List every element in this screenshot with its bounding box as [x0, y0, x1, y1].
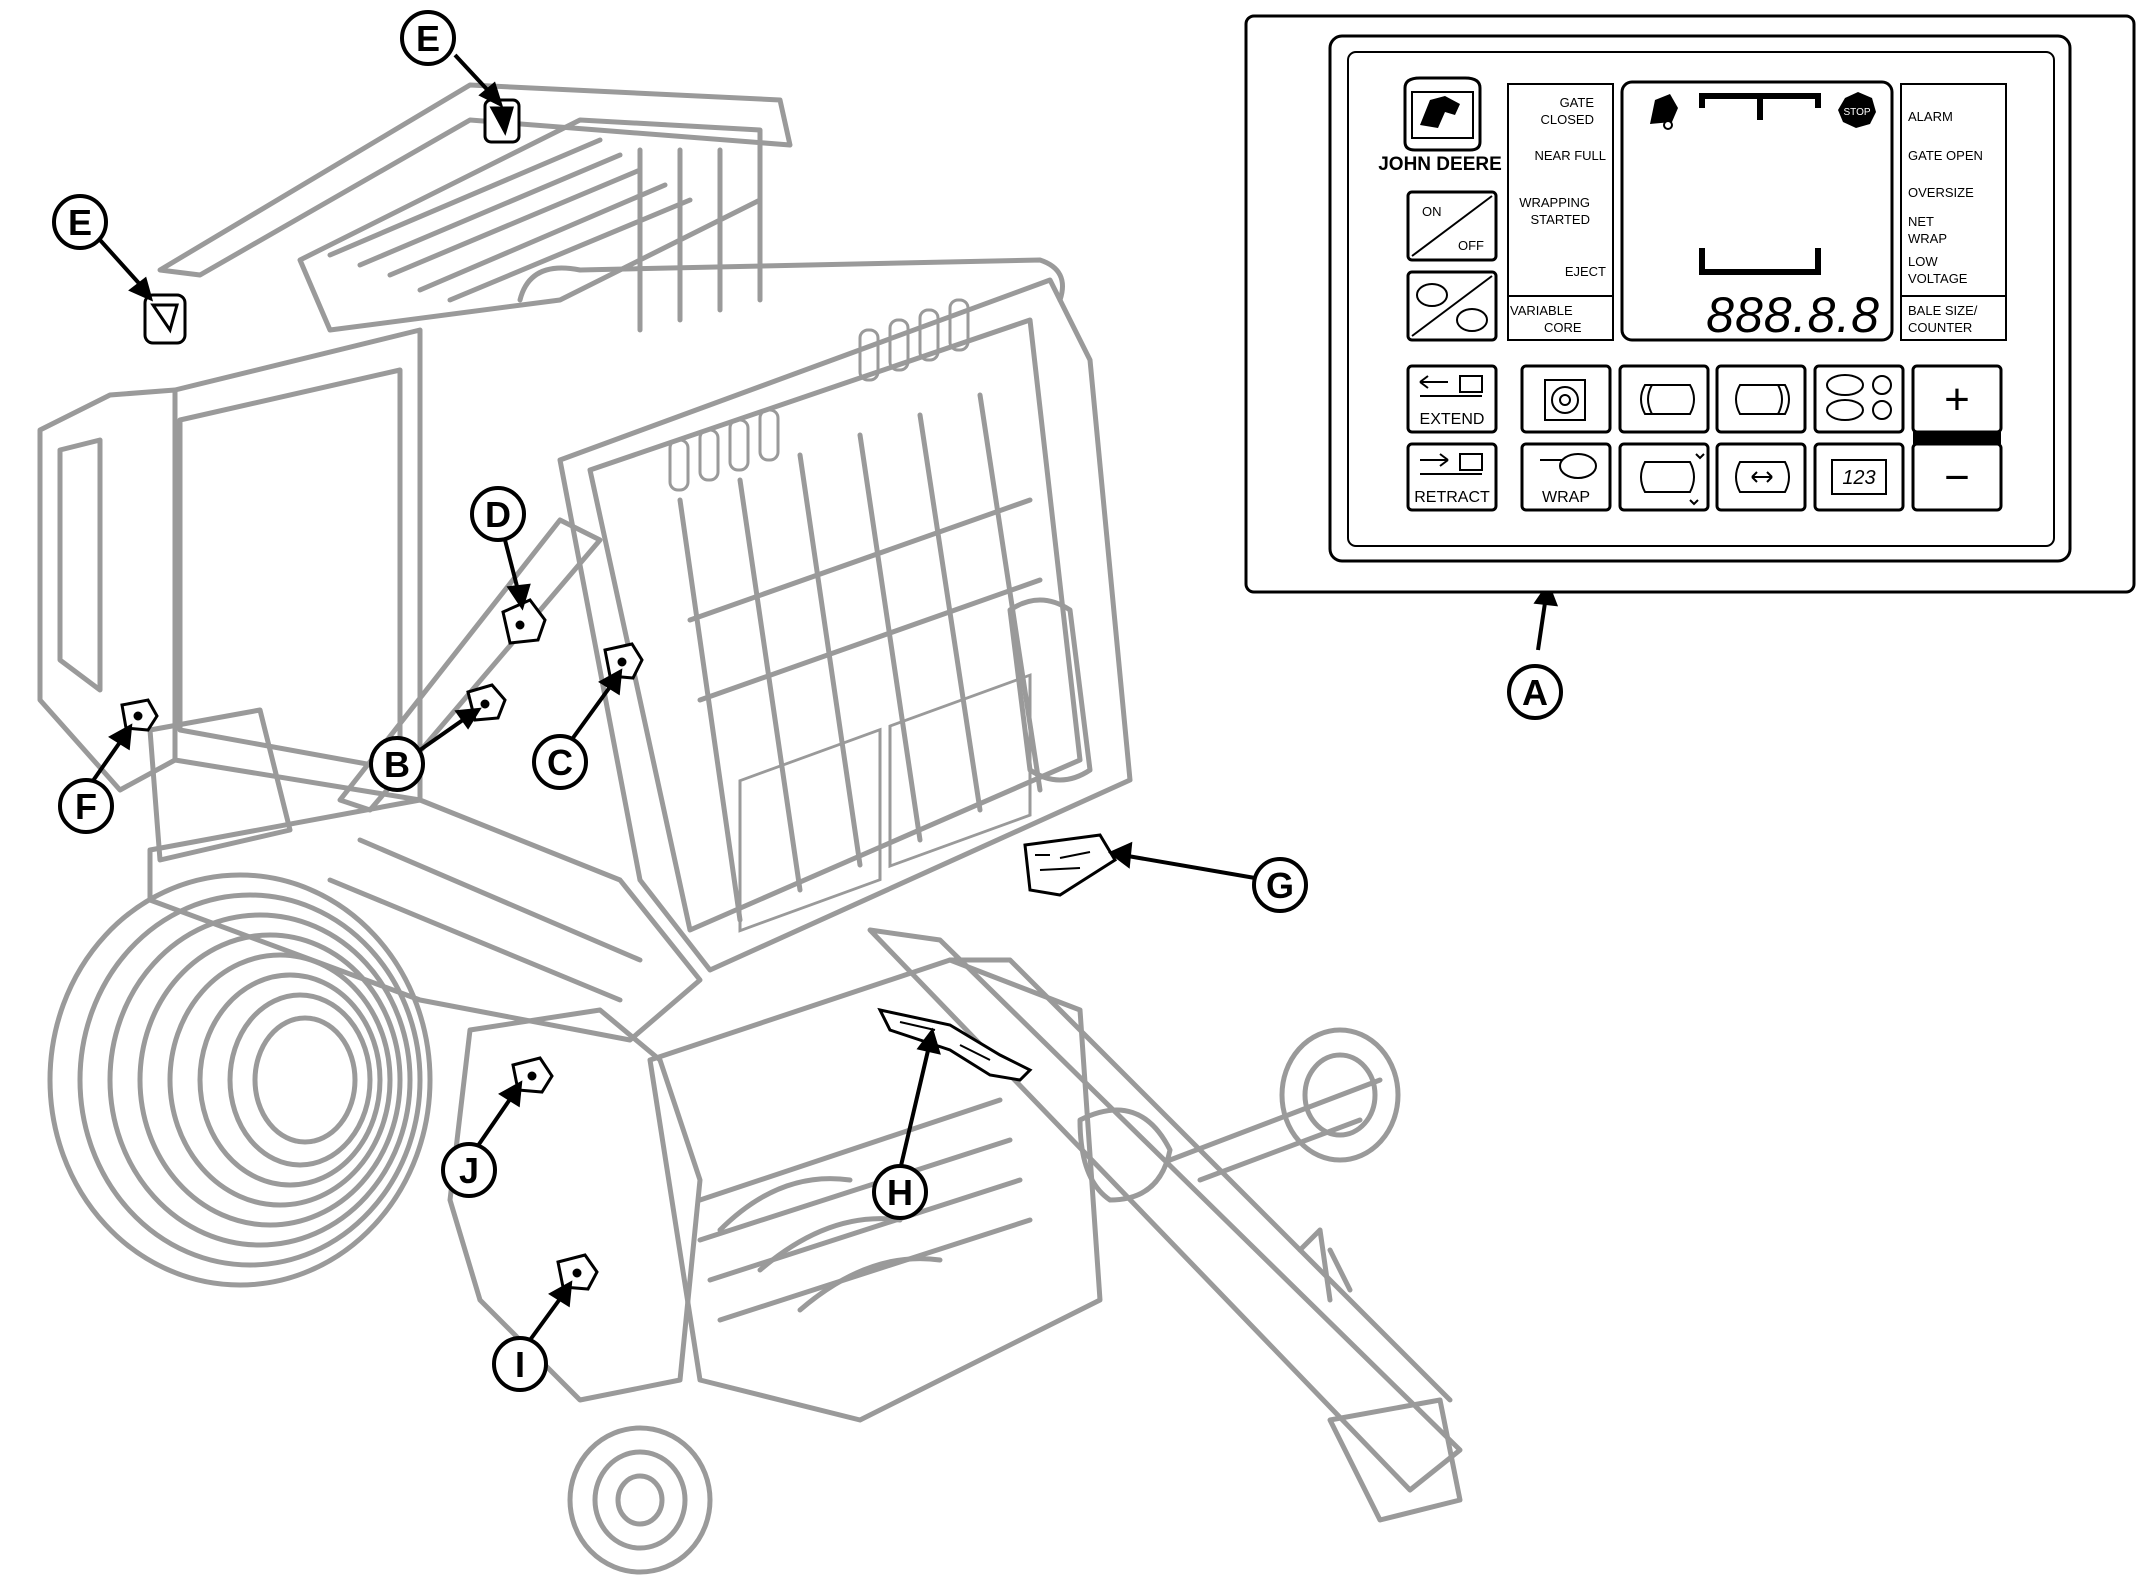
svg-text:WRAP: WRAP [1908, 231, 1947, 246]
sign-D [501, 598, 547, 645]
john-deere-logo [1403, 76, 1482, 152]
svg-text:B: B [384, 744, 410, 785]
counter-button[interactable]: 123 [1813, 442, 1905, 512]
sign-E-top [483, 98, 521, 144]
callout-leaders [88, 53, 1559, 1342]
extend-arrow-icon [1419, 375, 1448, 389]
sign-E-left [143, 293, 187, 345]
svg-text:EJECT: EJECT [1565, 264, 1606, 279]
sign-F [120, 698, 159, 732]
callout-E-left: E [52, 194, 108, 250]
wrap-roll-icon [1559, 453, 1597, 479]
round-baler-illustration [37, 82, 1463, 1575]
callouts: E E D B C F G H J I A [52, 10, 1563, 1392]
plus-button[interactable]: + [1911, 364, 2003, 434]
svg-text:LOW: LOW [1908, 254, 1938, 269]
svg-text:E: E [68, 202, 92, 243]
svg-text:A: A [1522, 672, 1548, 713]
retract-arrow-icon [1420, 453, 1449, 467]
svg-text:STOP: STOP [1843, 107, 1870, 118]
retract-button[interactable]: RETRACT [1406, 442, 1498, 512]
svg-text:GATE OPEN: GATE OPEN [1908, 148, 1983, 163]
bale-shape-left-button[interactable] [1618, 364, 1710, 434]
svg-text:I: I [515, 1344, 525, 1385]
sign-C [603, 642, 644, 680]
svg-text:+: + [1944, 375, 1970, 424]
on-off-button[interactable]: ON OFF [1406, 190, 1498, 262]
gauge-wheel-right [1279, 1027, 1401, 1163]
twine-roll-icon [1416, 283, 1448, 307]
bale-shape-right-button[interactable] [1715, 364, 1807, 434]
svg-text:J: J [459, 1150, 479, 1191]
callout-I: I [492, 1336, 548, 1392]
gauge-wheel-left [567, 1425, 713, 1575]
right-indicator-labels: ALARM GATE OPEN OVERSIZE NET WRAP LOW VO… [1908, 109, 1983, 335]
stop-icon [1838, 92, 1876, 128]
svg-text:VOLTAGE: VOLTAGE [1908, 271, 1968, 286]
minus-button[interactable]: − [1911, 442, 2003, 512]
svg-text:OFF: OFF [1458, 238, 1484, 253]
left-indicator-labels: GATE CLOSED NEAR FULL WRAPPING STARTED E… [1510, 95, 1606, 335]
svg-text:NET: NET [1908, 214, 1934, 229]
svg-text:123: 123 [1842, 467, 1875, 489]
svg-text:H: H [887, 1172, 913, 1213]
svg-text:CORE: CORE [1544, 320, 1582, 335]
svg-text:G: G [1266, 865, 1294, 906]
svg-text:E: E [416, 18, 440, 59]
callout-B: B [369, 736, 425, 792]
svg-text:RETRACT: RETRACT [1414, 489, 1490, 506]
wrap-button[interactable]: WRAP [1520, 442, 1612, 512]
svg-text:CLOSED: CLOSED [1541, 112, 1594, 127]
svg-text:ALARM: ALARM [1908, 109, 1953, 124]
svg-text:D: D [485, 494, 511, 535]
extend-button[interactable]: EXTEND [1406, 364, 1498, 434]
sign-G [1023, 833, 1118, 897]
bale-size-button[interactable] [1618, 442, 1710, 512]
digital-readout: 888.8.8 [1706, 287, 1880, 343]
bale-monitor: JOHN DEERE GATE CLOSED NEAR FULL WRAPPIN… [1244, 14, 2136, 594]
sign-H [877, 1007, 1033, 1082]
callout-J: J [441, 1142, 497, 1198]
svg-text:WRAP: WRAP [1542, 489, 1590, 506]
bell-icon [1650, 94, 1678, 124]
svg-text:EXTEND: EXTEND [1420, 411, 1485, 428]
bale-diameter-button[interactable] [1715, 442, 1807, 512]
net-roll-icon [1456, 308, 1488, 332]
bale-size-icon [1640, 461, 1695, 493]
svg-text:STARTED: STARTED [1531, 212, 1590, 227]
bale-icon [1640, 384, 1695, 415]
main-tire [47, 872, 433, 1288]
bale-stack-icon [1826, 374, 1864, 396]
svg-text:OVERSIZE: OVERSIZE [1908, 185, 1974, 200]
svg-text:C: C [547, 742, 573, 783]
callout-H: H [872, 1164, 928, 1220]
svg-text:COUNTER: COUNTER [1908, 320, 1972, 335]
callout-C: C [532, 734, 588, 790]
svg-text:VARIABLE: VARIABLE [1510, 303, 1573, 318]
svg-text:BALE SIZE/: BALE SIZE/ [1908, 303, 1978, 318]
svg-text:WRAPPING: WRAPPING [1519, 195, 1590, 210]
plus-minus-divider [1913, 432, 2001, 444]
svg-text:F: F [75, 786, 97, 827]
svg-text:ON: ON [1422, 204, 1442, 219]
svg-text:NEAR FULL: NEAR FULL [1534, 148, 1606, 163]
display-graphics: STOP 888.8.8 [1650, 92, 1880, 343]
bale-count-reset-button[interactable] [1813, 364, 1905, 434]
eject-cycle-button[interactable] [1520, 364, 1612, 434]
callout-E-top: E [400, 10, 456, 66]
callout-G: G [1252, 857, 1308, 913]
bale-icon [1735, 384, 1790, 415]
twine-net-select-button[interactable] [1406, 270, 1498, 342]
callout-F: F [58, 778, 114, 834]
callout-A: A [1507, 664, 1563, 720]
svg-text:−: − [1944, 453, 1970, 502]
brand-label: JOHN DEERE [1378, 154, 1502, 175]
callout-D: D [470, 486, 526, 542]
sign-I [556, 1253, 599, 1291]
svg-text:GATE: GATE [1560, 95, 1595, 110]
